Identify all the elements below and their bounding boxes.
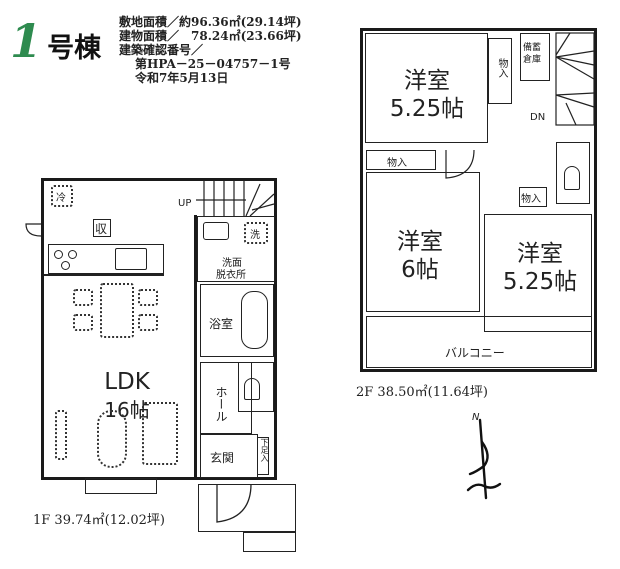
shoe-box — [257, 437, 269, 475]
floor1-divider — [194, 215, 197, 480]
dining-table — [100, 283, 134, 338]
kitchen-partition — [44, 274, 164, 276]
compass-label: N — [472, 412, 480, 423]
bath-label: 浴室 — [209, 317, 234, 331]
room-a — [365, 33, 488, 143]
washer-space — [244, 222, 268, 244]
washroom — [197, 216, 275, 282]
washbasin — [203, 222, 229, 240]
hall-door — [445, 149, 475, 179]
bathroom — [200, 284, 274, 357]
closet-c — [519, 187, 547, 207]
dining-chair — [73, 314, 93, 331]
entrance-door — [216, 483, 252, 523]
kitchen-door — [25, 223, 42, 237]
closet-c-label: 物入 — [521, 194, 541, 205]
balcony-label: バルコニー — [445, 346, 505, 360]
closet-a — [488, 38, 512, 104]
building-suffix: 号棟 — [47, 33, 102, 64]
building-number: 1 — [10, 14, 43, 68]
down-label: DN — [530, 112, 546, 123]
building-title: 1 号棟 — [10, 14, 101, 68]
washroom-label-2: 脱衣所 — [216, 270, 246, 281]
entrance-label: 玄関 — [210, 451, 235, 465]
floor2-stairs — [555, 32, 595, 126]
toilet-room — [238, 362, 274, 412]
dining-chair — [138, 314, 158, 331]
permit-label: 建築確認番号／ — [119, 43, 204, 57]
permit-number: 第HPA－25－04757－1号 — [135, 57, 291, 71]
dining-chair — [73, 289, 93, 306]
kitchen-counter — [48, 244, 164, 274]
room-c-label: 洋室 5.25帖 — [502, 241, 578, 295]
storage-label: 収 — [95, 222, 108, 236]
floor2-outer-wall — [360, 28, 597, 372]
stove-icon — [52, 248, 82, 272]
hall-label: ホール — [214, 386, 228, 422]
stockpile-label: 備蓄倉庫 — [523, 43, 542, 65]
toilet-icon-2f — [564, 166, 580, 190]
washer-label: 洗 — [250, 230, 260, 241]
closet-b — [366, 150, 436, 170]
closet-a-label: 物入 — [496, 58, 507, 78]
building-info: 敷地面積／約96.36㎡(29.14坪) 建物面積／ 78.24㎡(23.66坪… — [119, 15, 302, 85]
washroom-label-1: 洗面 — [222, 258, 242, 269]
porch — [198, 484, 296, 532]
kitchen-sink — [115, 248, 147, 270]
floor1-stairs — [196, 180, 275, 217]
fridge-label: 冷 — [56, 193, 66, 204]
closet-b-label: 物入 — [387, 158, 407, 169]
ldk-window — [85, 478, 157, 494]
room-b-label: 洋室 6帖 — [397, 229, 443, 283]
bathtub — [241, 291, 268, 349]
permit-date: 令和7年5月13日 — [135, 71, 229, 85]
room-a-label: 洋室 5.25帖 — [389, 68, 465, 122]
sofa-table — [97, 410, 127, 468]
toilet-icon — [244, 378, 260, 400]
north-arrow-icon — [466, 418, 502, 500]
stockpile-storage — [520, 33, 550, 81]
building-area: 建物面積／ 78.24㎡(23.66坪) — [119, 29, 302, 43]
dining-chair — [138, 289, 158, 306]
room-c — [484, 214, 592, 332]
toilet-room-2f — [556, 142, 590, 204]
balcony — [366, 316, 592, 368]
porch-step — [243, 532, 296, 552]
up-label: UP — [178, 198, 192, 209]
tv-board — [55, 410, 67, 460]
floor1-area: 1F 39.74㎡(12.02坪) — [33, 513, 165, 528]
site-area: 敷地面積／約96.36㎡(29.14坪) — [119, 15, 302, 29]
storage-box — [93, 219, 111, 237]
sofa — [142, 402, 178, 465]
floor1-outer-wall — [41, 178, 277, 480]
room-b — [366, 172, 480, 312]
floor2-area: 2F 38.50㎡(11.64坪) — [356, 385, 488, 400]
shoe-box-label: 下足入 — [260, 438, 269, 462]
fridge-space — [51, 185, 73, 207]
